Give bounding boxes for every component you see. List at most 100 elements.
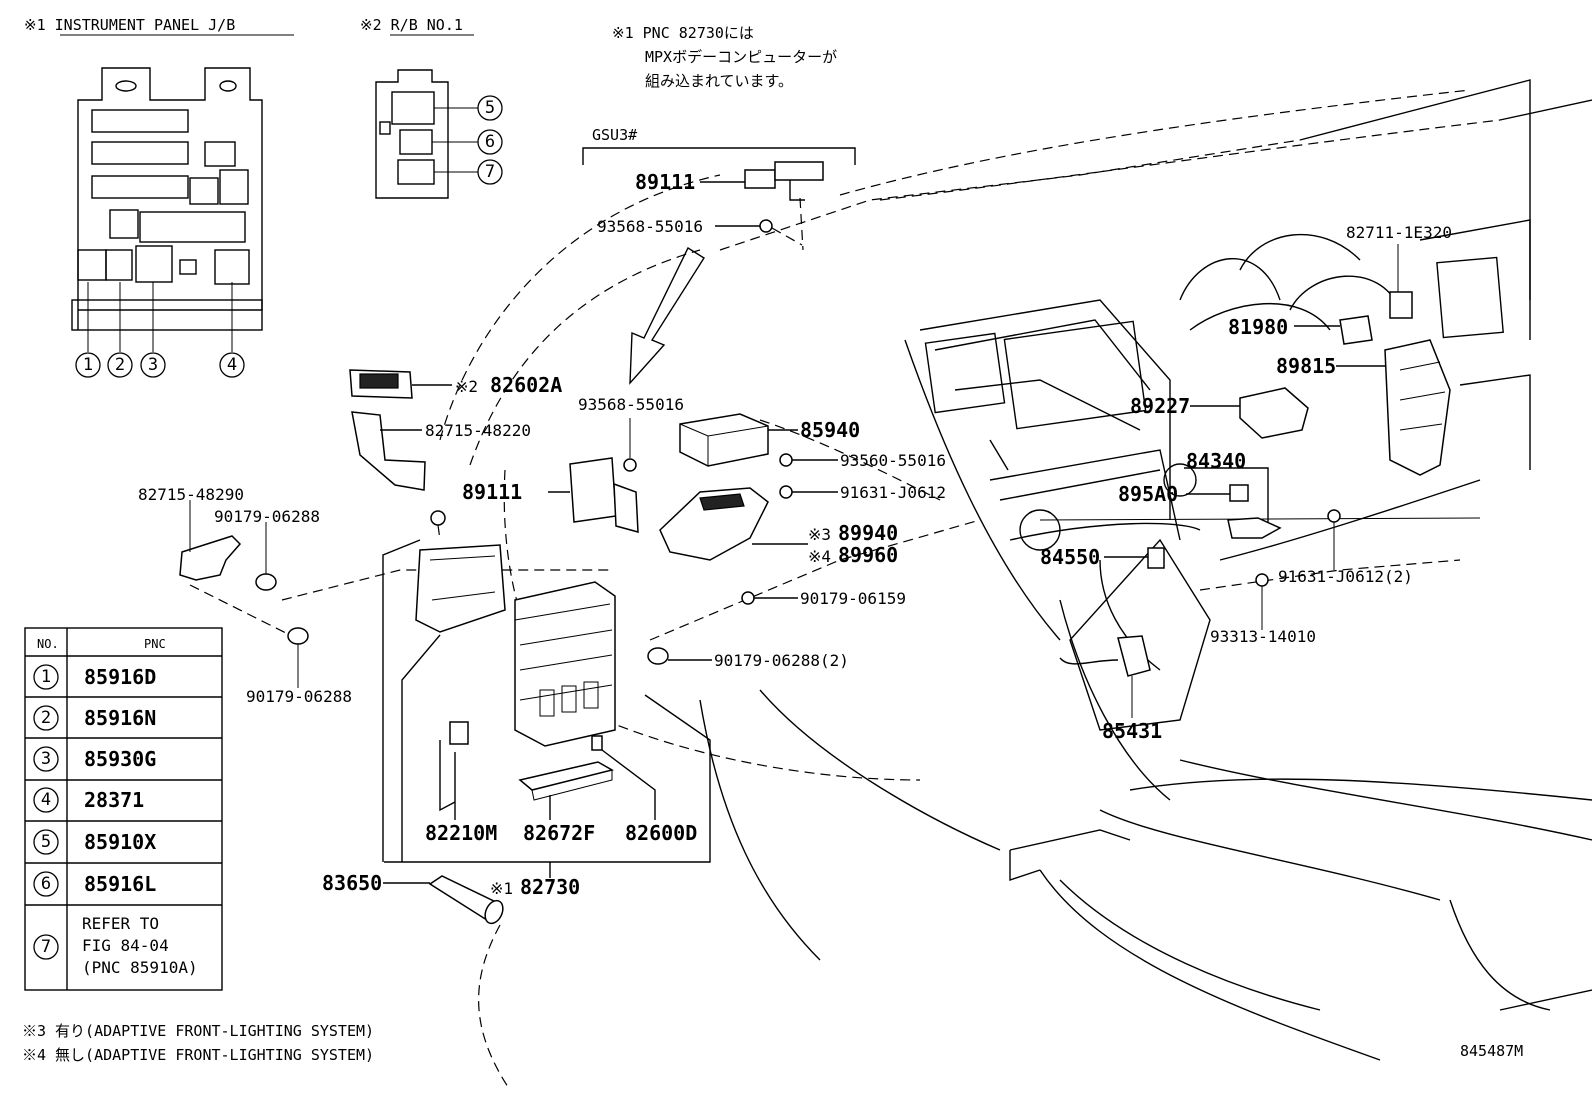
callout-91631-j0612-a: 91631-J0612 <box>840 483 946 502</box>
callout-81980: 81980 <box>1228 315 1288 339</box>
callout-84550: 84550 <box>1040 545 1100 569</box>
part-93560-55016[interactable]: 93560-55016 <box>779 451 946 470</box>
part-82600d[interactable]: 82600D <box>591 735 697 845</box>
callout-895a0: 895A0 <box>1118 482 1178 506</box>
callout-91631-j0612-b: 91631-J0612(2) <box>1278 567 1413 586</box>
part-90179-06288-2[interactable]: 90179-06288(2) <box>647 647 849 670</box>
part-895a0[interactable]: 895A0 <box>1118 482 1249 506</box>
part-89815[interactable]: 89815 <box>1276 339 1451 476</box>
part-81980[interactable]: 81980 <box>1228 315 1373 345</box>
pnc-note-line1: ※1 PNC 82730には <box>612 24 754 42</box>
part-93568-55016-mid[interactable]: 93568-55016 <box>578 395 684 472</box>
instrument-panel-jb-block[interactable] <box>514 581 616 747</box>
callout-89960-mark: ※4 <box>808 547 831 566</box>
part-90179-06288-a[interactable]: 90179-06288 <box>214 507 320 591</box>
part-83650[interactable]: 83650 <box>322 871 511 1091</box>
table-row-7-pnc-line2: FIG 84-04 <box>82 936 169 955</box>
figure-id: 845487M <box>1460 1042 1523 1060</box>
pnc-note: ※1 PNC 82730には MPXボデーコンピューターが 組み込まれています。 <box>612 24 837 90</box>
callout-90179-06288-b: 90179-06288 <box>246 687 352 706</box>
callout-83650: 83650 <box>322 871 382 895</box>
part-82210m[interactable]: 82210M <box>425 721 497 845</box>
arrow-indicator <box>629 246 705 385</box>
table-row-4-no: 4 <box>41 790 51 810</box>
callout-82600d: 82600D <box>625 821 697 845</box>
callout-89960: 89960 <box>838 543 898 567</box>
part-82730: ※1 82730 <box>490 875 580 899</box>
table-row-7-pnc-line1: REFER TO <box>82 914 159 933</box>
callout-90179-06159: 90179-06159 <box>800 589 906 608</box>
part-84340[interactable]: 84340 <box>1184 449 1282 539</box>
callout-82711-1e320: 82711-1E320 <box>1346 223 1452 242</box>
table-row-2-no: 2 <box>41 708 51 728</box>
callout-82210m: 82210M <box>425 821 497 845</box>
callout-93560-55016: 93560-55016 <box>840 451 946 470</box>
callout-93568-55016-mid: 93568-55016 <box>578 395 684 414</box>
bracket-plate <box>415 510 506 633</box>
table-row-1-pnc: 85916D <box>84 665 156 689</box>
callout-89940-mark: ※3 <box>808 525 831 544</box>
callout-93568-55016-top: 93568-55016 <box>597 217 703 236</box>
part-84550[interactable]: 84550 <box>1040 545 1165 569</box>
part-89940-89960[interactable]: ※3 89940 ※4 89960 <box>659 487 898 567</box>
part-93568-55016-top[interactable]: 93568-55016 <box>597 197 804 251</box>
part-93313-14010[interactable]: 93313-14010 <box>1210 573 1316 646</box>
table-row-2-pnc: 85916N <box>84 706 156 730</box>
part-89111-top[interactable]: 89111 <box>635 161 824 201</box>
dashboard-outline <box>439 79 1592 1061</box>
callout-89940: 89940 <box>838 521 898 545</box>
callout-82730: 82730 <box>520 875 580 899</box>
part-82715-48290[interactable]: 82715-48290 <box>138 485 244 581</box>
table-header-pnc: PNC <box>144 637 166 651</box>
table-row-7-no: 7 <box>41 937 51 957</box>
callout-82602a-mark: ※2 <box>455 377 478 396</box>
table-row-1-no: 1 <box>41 667 51 687</box>
callout-89227: 89227 <box>1130 394 1190 418</box>
table-row-5-no: 5 <box>41 832 51 852</box>
callout-84340: 84340 <box>1186 449 1246 473</box>
callout-82715-48290: 82715-48290 <box>138 485 244 504</box>
part-90179-06159[interactable]: 90179-06159 <box>741 589 906 608</box>
callout-90179-06288-2: 90179-06288(2) <box>714 651 849 670</box>
callout-93313-14010: 93313-14010 <box>1210 627 1316 646</box>
callout-82730-mark: ※1 <box>490 879 513 898</box>
part-90179-06288-b[interactable]: 90179-06288 <box>246 627 352 706</box>
part-82715-48220[interactable]: 82715-48220 <box>351 411 531 491</box>
table-row-6-no: 6 <box>41 874 51 894</box>
rb-number-6: 6 <box>485 132 495 152</box>
callout-82602a: 82602A <box>490 373 562 397</box>
part-91631-j0612-b[interactable]: 91631-J0612(2) <box>1278 509 1413 586</box>
rb-no1-illustration: 5 6 7 <box>375 69 503 199</box>
part-89227[interactable]: 89227 <box>1130 387 1309 439</box>
part-82672f[interactable]: 82672F <box>518 761 614 845</box>
gsu3-label: GSU3# <box>592 126 637 144</box>
instrument-panel-jb-header: ※1 INSTRUMENT PANEL J/B <box>24 16 235 34</box>
table-row-3-no: 3 <box>41 749 51 769</box>
jb-number-4: 4 <box>227 355 237 375</box>
part-82711-1e320[interactable]: 82711-1E320 <box>1346 223 1452 319</box>
callout-82672f: 82672F <box>523 821 595 845</box>
part-91631-j0612-a[interactable]: 91631-J0612 <box>779 483 946 502</box>
rb-number-5: 5 <box>485 98 495 118</box>
rb-number-7: 7 <box>485 162 495 182</box>
callout-82715-48220: 82715-48220 <box>425 421 531 440</box>
callout-85940: 85940 <box>800 418 860 442</box>
part-85431[interactable]: 85431 <box>1059 635 1162 743</box>
callout-89111-top: 89111 <box>635 170 695 194</box>
callout-90179-06288-a: 90179-06288 <box>214 507 320 526</box>
part-85940[interactable]: 85940 <box>679 413 860 467</box>
jb-number-2: 2 <box>115 355 125 375</box>
footnote-3: ※3 有り(ADAPTIVE FRONT-LIGHTING SYSTEM) <box>22 1022 374 1040</box>
table-row-4-pnc: 28371 <box>84 788 144 812</box>
table-row-6-pnc: 85916L <box>84 872 156 896</box>
table-row-7-pnc-line3: (PNC 85910A) <box>82 958 198 977</box>
instrument-panel-jb-illustration <box>71 67 263 352</box>
jb-position-numbers: 1 2 3 4 <box>75 352 245 378</box>
table-row-3-pnc: 85930G <box>84 747 156 771</box>
table-header-no: NO. <box>37 637 59 651</box>
jb-number-3: 3 <box>148 355 158 375</box>
part-89111-mid[interactable]: 89111 <box>462 457 639 533</box>
pnc-note-line2: MPXボデーコンピューターが <box>645 48 837 66</box>
part-82602a[interactable]: ※2 82602A <box>349 369 562 399</box>
